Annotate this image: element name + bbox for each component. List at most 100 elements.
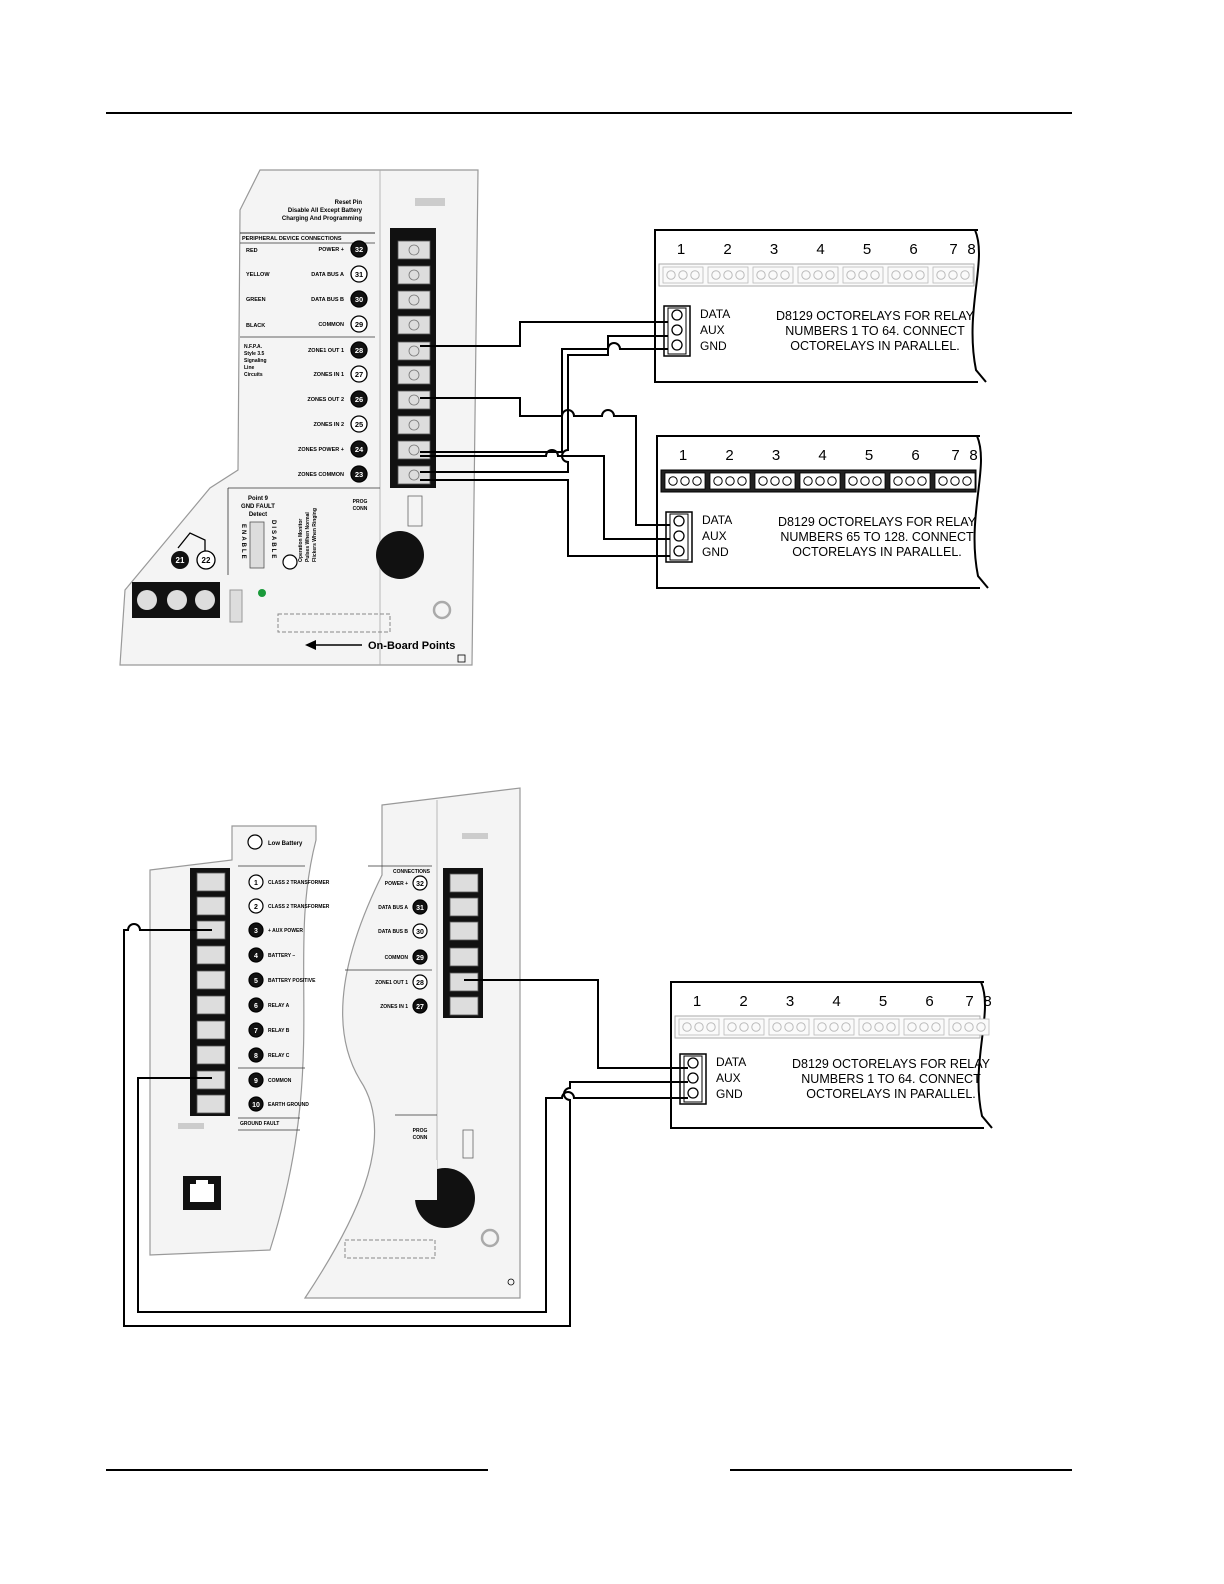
relay-input-screw[interactable] — [687, 1057, 699, 1069]
relay-terminal-screw[interactable] — [815, 476, 825, 486]
relay-input-screw[interactable] — [671, 309, 683, 321]
relay-terminal-screw[interactable] — [948, 270, 958, 280]
relay-terminal-screw[interactable] — [936, 270, 946, 280]
relay-terminal-screw[interactable] — [825, 270, 835, 280]
relay-terminal-screw[interactable] — [666, 270, 676, 280]
relay-terminal-screw[interactable] — [950, 476, 960, 486]
relay-terminal-screw[interactable] — [694, 1022, 704, 1032]
relay-terminal-screw[interactable] — [737, 476, 747, 486]
relay-terminal-screw[interactable] — [962, 476, 972, 486]
relay-terminal-screw[interactable] — [917, 476, 927, 486]
relay-terminal-screw[interactable] — [690, 270, 700, 280]
terminal-screw[interactable] — [397, 290, 431, 310]
ground-fault-label: GROUND FAULT — [240, 1121, 279, 1127]
relay-terminal-screw[interactable] — [870, 270, 880, 280]
terminal-screw[interactable] — [397, 315, 431, 335]
relay-terminal-screw[interactable] — [931, 1022, 941, 1032]
relay-input-screw[interactable] — [673, 530, 685, 542]
relay-terminal-screw[interactable] — [725, 476, 735, 486]
relay-terminal-screw[interactable] — [682, 1022, 692, 1032]
relay-terminal-screw[interactable] — [782, 476, 792, 486]
relay-terminal-screw[interactable] — [706, 1022, 716, 1032]
relay-terminal-screw[interactable] — [780, 270, 790, 280]
relay-terminal-screw[interactable] — [841, 1022, 851, 1032]
relay-terminal-screw[interactable] — [872, 476, 882, 486]
terminal-screw[interactable] — [397, 465, 431, 485]
relay-terminal-screw[interactable] — [976, 1022, 986, 1032]
relay-terminal-screw[interactable] — [938, 476, 948, 486]
relay-terminal-screw[interactable] — [817, 1022, 827, 1032]
relay-terminal-screw[interactable] — [758, 476, 768, 486]
relay-input-screw[interactable] — [687, 1072, 699, 1084]
relay-input-screw[interactable] — [671, 324, 683, 336]
terminal-screw[interactable] — [196, 945, 226, 965]
terminal-screw[interactable] — [449, 972, 479, 992]
footer-rule-left — [106, 1469, 488, 1471]
relay-terminal-screw[interactable] — [770, 476, 780, 486]
relay-terminal-screw[interactable] — [692, 476, 702, 486]
relay-terminal-screw[interactable] — [680, 476, 690, 486]
relay-terminal-screw[interactable] — [827, 476, 837, 486]
terminal-screw[interactable] — [196, 896, 226, 916]
relay-terminal-screw[interactable] — [723, 270, 733, 280]
relay-terminal-screw[interactable] — [848, 476, 858, 486]
ground-fault-jumper[interactable] — [249, 521, 265, 569]
terminal-screw[interactable] — [196, 970, 226, 990]
relay-terminal-screw[interactable] — [727, 1022, 737, 1032]
terminal-screw[interactable] — [397, 365, 431, 385]
terminal-screw[interactable] — [196, 1070, 226, 1090]
relay-terminal-screw[interactable] — [784, 1022, 794, 1032]
terminal-screw[interactable] — [196, 1020, 226, 1040]
relay-terminal-screw[interactable] — [813, 270, 823, 280]
terminal-screw[interactable] — [397, 415, 431, 435]
terminal-screw[interactable] — [397, 341, 431, 361]
terminal-screw[interactable] — [397, 390, 431, 410]
relay-terminal-screw[interactable] — [768, 270, 778, 280]
relay-terminal-screw[interactable] — [860, 476, 870, 486]
relay-terminal-screw[interactable] — [735, 270, 745, 280]
relay-terminal-screw[interactable] — [751, 1022, 761, 1032]
terminal-screw[interactable] — [196, 1094, 226, 1114]
relay-terminal-screw[interactable] — [739, 1022, 749, 1032]
relay-terminal-screw[interactable] — [858, 270, 868, 280]
relay-terminal-screw[interactable] — [891, 270, 901, 280]
terminal-screw[interactable] — [397, 265, 431, 285]
relay-terminal-screw[interactable] — [829, 1022, 839, 1032]
relay-terminal-screw[interactable] — [801, 270, 811, 280]
terminal-screw[interactable] — [196, 872, 226, 892]
relay-input-screw[interactable] — [671, 339, 683, 351]
relay-terminal-screw[interactable] — [952, 1022, 962, 1032]
terminal-screw[interactable] — [449, 947, 479, 967]
relay-terminal-screw[interactable] — [905, 476, 915, 486]
relay-terminal-screw[interactable] — [907, 1022, 917, 1032]
relay-terminal-screw[interactable] — [893, 476, 903, 486]
relay-terminal-screw[interactable] — [846, 270, 856, 280]
relay-terminal-screw[interactable] — [919, 1022, 929, 1032]
terminal-screw[interactable] — [397, 240, 431, 260]
relay-terminal-screw[interactable] — [903, 270, 913, 280]
relay-terminal-screw[interactable] — [803, 476, 813, 486]
relay-terminal-screw[interactable] — [772, 1022, 782, 1032]
relay-terminal-screw[interactable] — [915, 270, 925, 280]
terminal-screw[interactable] — [196, 995, 226, 1015]
terminal-screw[interactable] — [449, 873, 479, 893]
relay-terminal-screw[interactable] — [960, 270, 970, 280]
relay-terminal-screw[interactable] — [862, 1022, 872, 1032]
terminal-screw[interactable] — [449, 921, 479, 941]
relay-terminal-screw[interactable] — [796, 1022, 806, 1032]
terminal-screw[interactable] — [449, 996, 479, 1016]
relay-terminal-screw[interactable] — [886, 1022, 896, 1032]
relay-input-screw[interactable] — [673, 545, 685, 557]
terminal-screw[interactable] — [449, 897, 479, 917]
relay-terminal-screw[interactable] — [678, 270, 688, 280]
terminal-screw[interactable] — [397, 440, 431, 460]
relay-terminal-screw[interactable] — [964, 1022, 974, 1032]
relay-input-screw[interactable] — [687, 1087, 699, 1099]
relay-input-screw[interactable] — [673, 515, 685, 527]
relay-terminal-screw[interactable] — [874, 1022, 884, 1032]
relay-terminal-screw[interactable] — [756, 270, 766, 280]
terminal-screw[interactable] — [196, 1045, 226, 1065]
relay-terminal-screw[interactable] — [711, 270, 721, 280]
relay-terminal-screw[interactable] — [668, 476, 678, 486]
relay-terminal-screw[interactable] — [713, 476, 723, 486]
